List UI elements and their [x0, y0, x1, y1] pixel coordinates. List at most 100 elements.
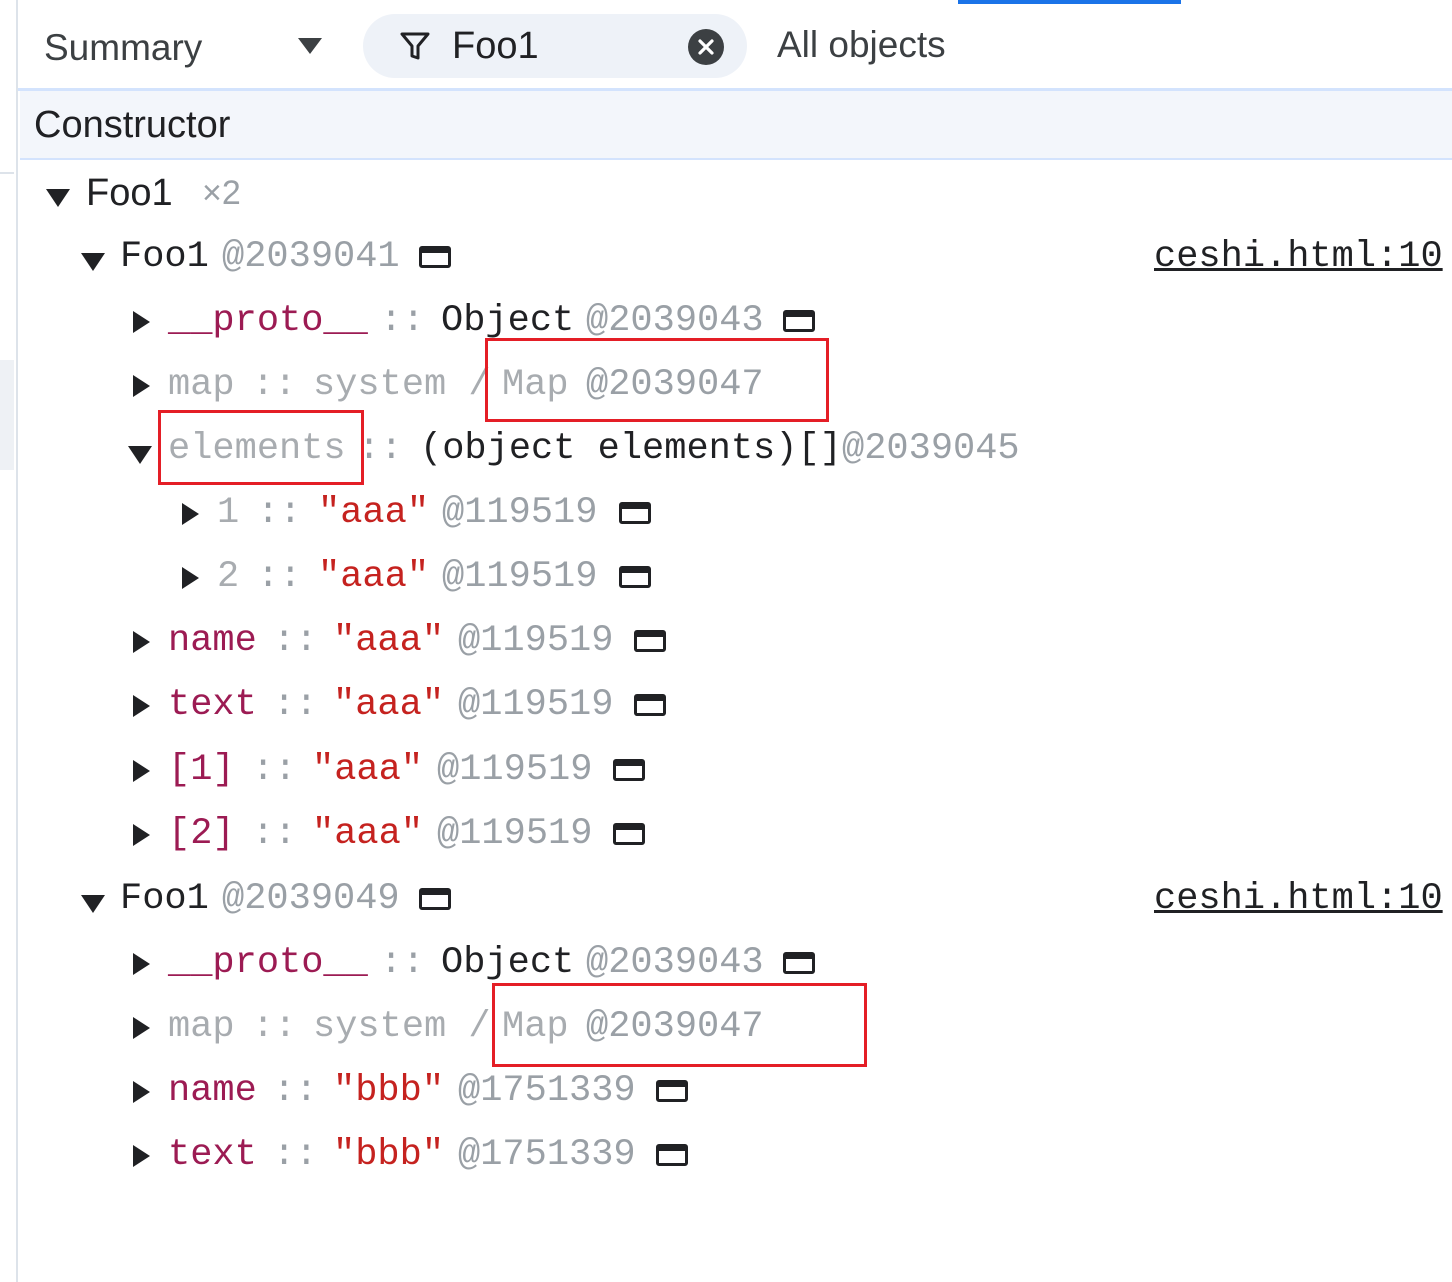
property-key: text	[168, 1134, 257, 1176]
tree-row-instance[interactable]: Foo1 @2039049 ceshi.html:10	[0, 869, 1452, 929]
tree-row-property[interactable]: text :: "bbb" @1751339	[0, 1125, 1452, 1185]
tree-row-instance[interactable]: Foo1 @2039041 ceshi.html:10	[0, 227, 1452, 287]
column-header-constructor: Constructor	[34, 104, 231, 146]
property-type: system /	[313, 364, 491, 406]
reveal-in-panel-icon[interactable]	[619, 502, 651, 524]
expand-toggle-icon[interactable]	[133, 953, 150, 975]
panel-splitter[interactable]	[16, 0, 18, 1282]
close-icon	[698, 39, 714, 55]
property-id: @1751339	[458, 1070, 636, 1112]
reveal-in-panel-icon[interactable]	[656, 1144, 688, 1166]
group-count: ×2	[202, 174, 241, 212]
expand-toggle-icon[interactable]	[133, 695, 150, 717]
source-link[interactable]: ceshi.html:10	[1154, 236, 1443, 278]
reveal-in-panel-icon[interactable]	[619, 566, 651, 588]
property-key: elements	[168, 428, 346, 470]
separator: ::	[257, 556, 302, 598]
instance-id: @2039041	[222, 236, 400, 278]
chevron-down-icon[interactable]	[298, 38, 322, 54]
reveal-in-panel-icon[interactable]	[656, 1080, 688, 1102]
expand-toggle-icon[interactable]	[133, 1145, 150, 1167]
property-value: "bbb"	[333, 1070, 445, 1112]
source-link[interactable]: ceshi.html:10	[1154, 878, 1443, 920]
instance-name: Foo1	[120, 236, 209, 278]
expand-toggle-icon[interactable]	[133, 375, 150, 397]
property-id: @119519	[437, 749, 593, 791]
reveal-in-panel-icon[interactable]	[783, 310, 815, 332]
expand-toggle-icon[interactable]	[133, 1017, 150, 1039]
property-key: __proto__	[168, 300, 368, 342]
property-type: Object	[441, 942, 575, 984]
property-value: "aaa"	[333, 684, 445, 726]
tree-row-element-item[interactable]: 2 :: "aaa" @119519	[0, 547, 1452, 607]
expand-toggle-icon[interactable]	[133, 824, 150, 846]
toolbar-divider	[18, 88, 1452, 91]
expand-toggle-icon[interactable]	[128, 446, 152, 464]
tree-row-property[interactable]: [1] :: "aaa" @119519	[0, 740, 1452, 800]
reveal-in-panel-icon[interactable]	[634, 630, 666, 652]
tree-row-proto[interactable]: __proto__ :: Object @2039043	[0, 933, 1452, 993]
separator: ::	[273, 1134, 318, 1176]
property-type: Object	[441, 300, 575, 342]
expand-toggle-icon[interactable]	[133, 760, 150, 782]
separator: ::	[273, 1070, 318, 1112]
property-value: "aaa"	[312, 749, 424, 791]
expand-toggle-icon[interactable]	[133, 311, 150, 333]
property-id: @119519	[458, 620, 614, 662]
property-key: text	[168, 684, 257, 726]
reveal-in-panel-icon[interactable]	[419, 888, 451, 910]
expand-toggle-icon[interactable]	[182, 503, 199, 525]
property-type: (object elements)[]	[420, 428, 842, 470]
property-key: 2	[217, 556, 240, 598]
expand-toggle-icon[interactable]	[81, 253, 105, 271]
left-gutter	[0, 0, 16, 1282]
property-key: map	[168, 364, 235, 406]
property-type-name: Map	[502, 1006, 569, 1048]
property-id: @2039047	[586, 364, 764, 406]
gutter-selection	[0, 360, 14, 470]
separator: ::	[273, 620, 318, 662]
active-tab-indicator	[958, 0, 1181, 4]
tree-row-property[interactable]: text :: "aaa" @119519	[0, 675, 1452, 735]
property-value: "aaa"	[333, 620, 445, 662]
tree-row-elements[interactable]: elements :: (object elements)[] @2039045	[0, 419, 1452, 479]
reveal-in-panel-icon[interactable]	[613, 823, 645, 845]
property-key: name	[168, 1070, 257, 1112]
property-id: @1751339	[458, 1134, 636, 1176]
separator: ::	[380, 300, 425, 342]
separator: ::	[380, 942, 425, 984]
expand-toggle-icon[interactable]	[81, 895, 105, 913]
reveal-in-panel-icon[interactable]	[783, 952, 815, 974]
reveal-in-panel-icon[interactable]	[419, 246, 451, 268]
expand-toggle-icon[interactable]	[46, 189, 70, 207]
tree-row-map[interactable]: map :: system / Map @2039047	[0, 997, 1452, 1057]
property-key: 1	[217, 492, 240, 534]
column-header[interactable]: Constructor	[20, 91, 1452, 158]
separator: ::	[358, 428, 403, 470]
expand-toggle-icon[interactable]	[133, 1081, 150, 1103]
property-id: @119519	[442, 492, 598, 534]
tree-row-map[interactable]: map :: system / Map @2039047	[0, 355, 1452, 415]
view-select[interactable]: Summary	[44, 26, 202, 70]
tree-row-property[interactable]: name :: "aaa" @119519	[0, 611, 1452, 671]
property-key: map	[168, 1006, 235, 1048]
clear-filter-button[interactable]	[688, 29, 724, 65]
tree-row-element-item[interactable]: 1 :: "aaa" @119519	[0, 483, 1452, 543]
expand-toggle-icon[interactable]	[133, 631, 150, 653]
separator: ::	[273, 684, 318, 726]
object-scope-select[interactable]: All objects	[777, 24, 946, 65]
reveal-in-panel-icon[interactable]	[613, 759, 645, 781]
tree-row-group[interactable]: Foo1 ×2	[0, 163, 1452, 223]
tree-row-property[interactable]: name :: "bbb" @1751339	[0, 1061, 1452, 1121]
tree-row-proto[interactable]: __proto__ :: Object @2039043	[0, 291, 1452, 351]
separator: ::	[252, 364, 297, 406]
tree-row-property[interactable]: [2] :: "aaa" @119519	[0, 804, 1452, 864]
class-filter-input[interactable]: Foo1	[363, 14, 747, 78]
separator: ::	[252, 1006, 297, 1048]
reveal-in-panel-icon[interactable]	[634, 694, 666, 716]
property-id: @2039045	[842, 428, 1020, 470]
property-id: @119519	[442, 556, 598, 598]
expand-toggle-icon[interactable]	[182, 567, 199, 589]
property-id: @2039043	[586, 942, 764, 984]
property-type-name: Map	[502, 364, 569, 406]
